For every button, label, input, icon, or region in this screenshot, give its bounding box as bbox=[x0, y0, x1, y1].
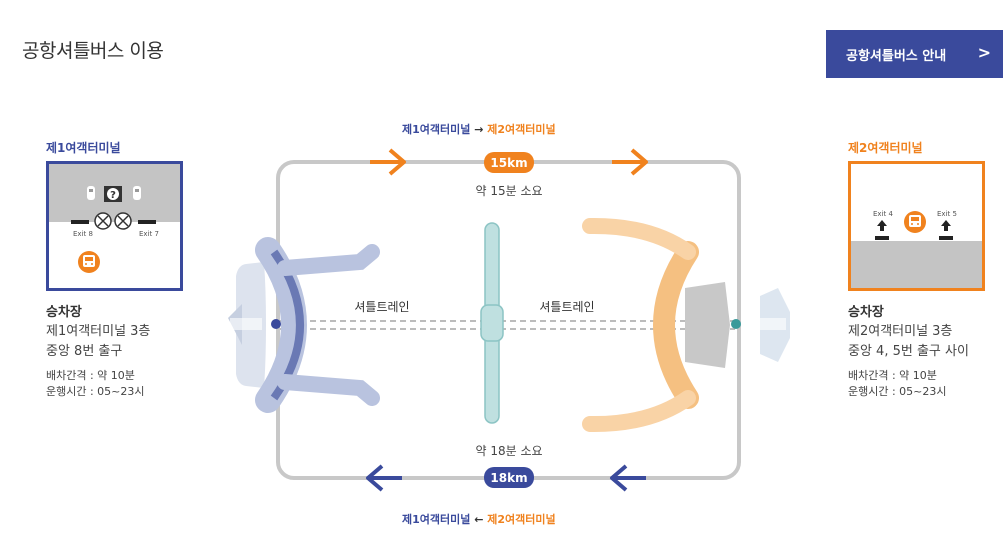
terminal2-stop-title: 승차장 bbox=[848, 305, 884, 320]
arrow-right-icon bbox=[612, 148, 648, 176]
duration-top: 약 15분 소요 bbox=[475, 183, 542, 198]
bus-icon bbox=[904, 211, 926, 233]
car-icon bbox=[87, 186, 95, 200]
shuttle-train-right-label: 셔틀트레인 bbox=[539, 300, 594, 314]
route-bottom-to: 제2여객터미널 bbox=[487, 513, 556, 526]
airplane-icon bbox=[230, 318, 262, 330]
page-title: 공항셔틀버스 이용 bbox=[22, 40, 164, 62]
shuttle-train-left-label: 셔틀트레인 bbox=[354, 300, 409, 314]
terminal2-road bbox=[851, 241, 982, 288]
route-bottom-label: 제1여객터미널 ← 제2여객터미널 bbox=[402, 511, 556, 527]
route-bottom-arrow: ← bbox=[474, 513, 484, 526]
up-arrow-icon bbox=[939, 220, 953, 240]
terminal2-building bbox=[582, 217, 790, 433]
distance-badge-bottom: 18km bbox=[484, 467, 534, 488]
terminal1-stop-svg: ? Exit 8 Exit 7 bbox=[71, 186, 159, 273]
airplane-icon bbox=[760, 318, 786, 330]
terminal1-title: 제1여객터미널 bbox=[46, 141, 121, 155]
exit7-label: Exit 7 bbox=[139, 230, 159, 238]
terminal1-stop-map: ? Exit 8 Exit 7 bbox=[46, 161, 183, 291]
car-icon bbox=[133, 186, 141, 200]
route-top-arrow: → bbox=[474, 123, 484, 136]
arrow-left-icon bbox=[610, 464, 646, 492]
shuttle-guide-button[interactable]: 공항셔틀버스 안내 > bbox=[826, 30, 1003, 78]
no-entry-icon bbox=[114, 212, 132, 230]
shuttle-guide-label: 공항셔틀버스 안내 bbox=[846, 48, 947, 64]
duration-bottom: 약 18분 소요 bbox=[475, 443, 542, 458]
route-top-label: 제1여객터미널 → 제2여객터미널 bbox=[402, 121, 556, 137]
terminal2-stop-exit: 중앙 4, 5번 출구 사이 bbox=[848, 344, 969, 359]
terminal2-stop-map: Exit 4 Exit 5 bbox=[848, 161, 985, 291]
no-entry-icon bbox=[94, 212, 112, 230]
terminal2-interval: 배차간격 : 약 10분 bbox=[848, 369, 937, 382]
chevron-right-icon: > bbox=[977, 43, 991, 62]
question-icon: ? bbox=[104, 186, 122, 202]
route-top-to: 제2여객터미널 bbox=[487, 123, 556, 136]
distance-top: 15km bbox=[490, 156, 527, 170]
up-arrow-icon bbox=[875, 220, 889, 240]
exit5-label: Exit 5 bbox=[937, 210, 957, 218]
terminal2-stop-location: 제2여객터미널 3층 bbox=[848, 324, 953, 339]
route-bottom-from: 제1여객터미널 bbox=[402, 513, 471, 526]
terminal1-stop-exit: 중앙 8번 출구 bbox=[46, 344, 123, 359]
terminal2-stop-svg: Exit 4 Exit 5 bbox=[873, 210, 957, 240]
distance-bottom: 18km bbox=[490, 471, 527, 485]
shuttle-loop-road bbox=[276, 160, 741, 480]
terminal1-stop-title: 승차장 bbox=[46, 305, 82, 320]
bus-icon bbox=[78, 251, 100, 273]
exit4-label: Exit 4 bbox=[873, 210, 893, 218]
terminal2-title: 제2여객터미널 bbox=[848, 141, 923, 155]
terminal1-hours: 운행시간 : 05~23시 bbox=[46, 385, 145, 398]
arrow-right-icon bbox=[370, 148, 406, 176]
terminal1-building bbox=[228, 237, 380, 413]
shuttle-train-track bbox=[280, 320, 735, 330]
terminal2-hours: 운행시간 : 05~23시 bbox=[848, 385, 947, 398]
arrow-left-icon bbox=[366, 464, 402, 492]
terminal1-interval: 배차간격 : 약 10분 bbox=[46, 369, 135, 382]
route-top-from: 제1여객터미널 bbox=[402, 123, 471, 136]
svg-text:?: ? bbox=[110, 190, 116, 201]
exit8-label: Exit 8 bbox=[73, 230, 93, 238]
terminal1-stop-location: 제1여객터미널 3층 bbox=[46, 324, 151, 339]
distance-badge-top: 15km bbox=[484, 152, 534, 173]
concourse-building bbox=[480, 222, 504, 424]
